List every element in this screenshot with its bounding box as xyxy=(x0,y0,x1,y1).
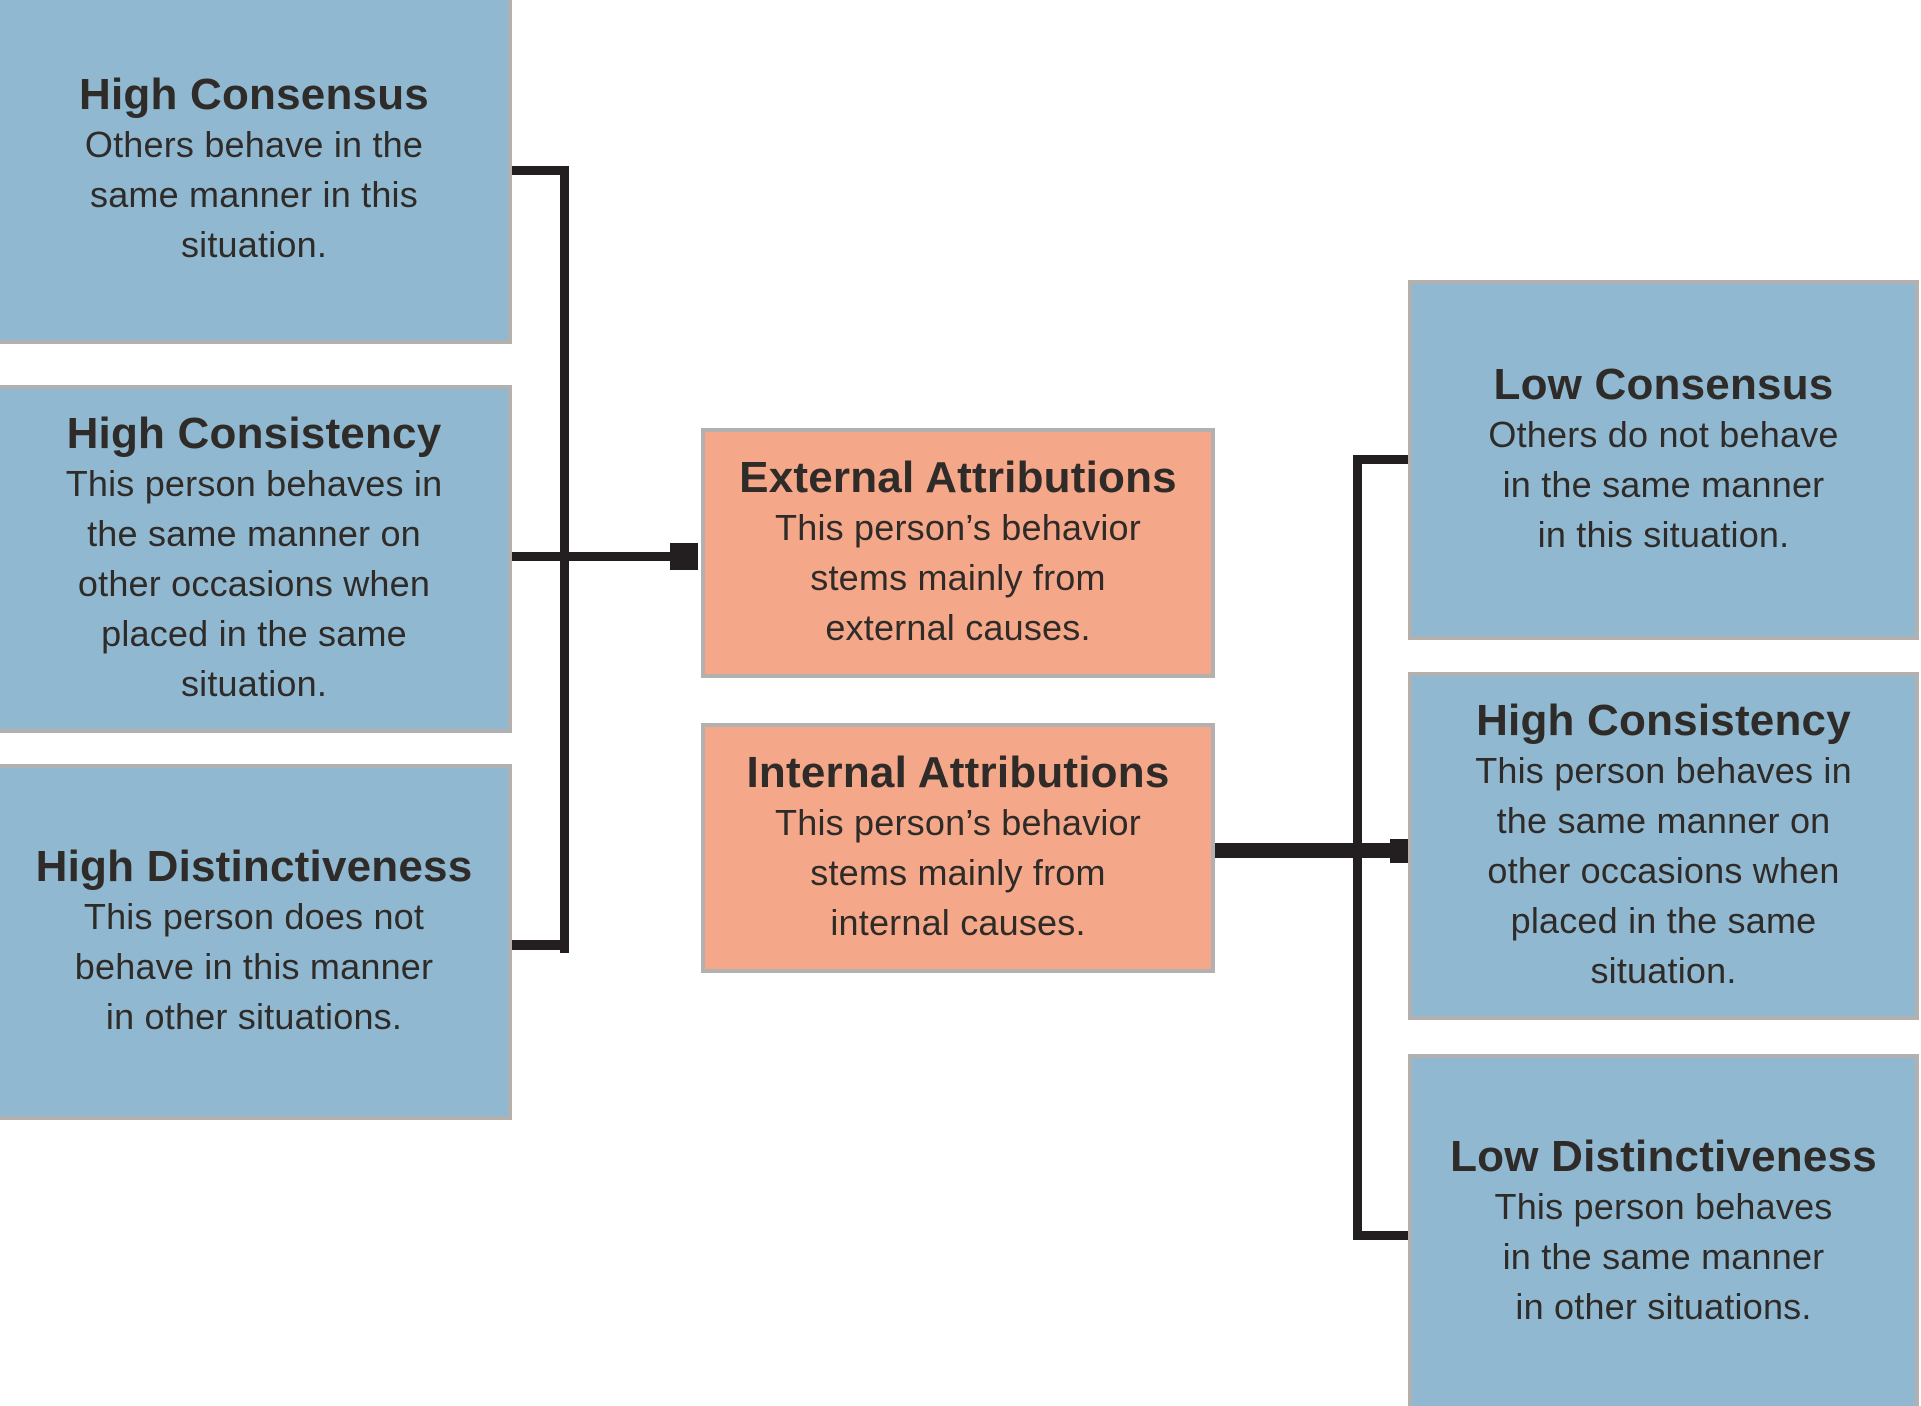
connector-left-arrowhead xyxy=(670,543,698,570)
high-consistency-left-body: This person behaves in the same manner o… xyxy=(65,463,443,704)
connector-right-vertical xyxy=(1353,455,1362,1240)
internal-attributions-body: This person’s behavior stems mainly from… xyxy=(775,802,1141,943)
connector-right-thick-line xyxy=(1213,843,1413,858)
high-consensus-body: Others behave in the same manner in this… xyxy=(84,124,424,265)
high-consensus-heading: High Consensus xyxy=(79,70,429,119)
connector-left-arrow-line xyxy=(503,552,675,561)
high-consistency-left-heading: High Consistency xyxy=(66,409,442,458)
box-high-distinctiveness: High Distinctiveness This person does no… xyxy=(0,764,512,1120)
low-distinctiveness-heading: Low Distinctiveness xyxy=(1450,1132,1877,1181)
internal-attributions-heading: Internal Attributions xyxy=(746,748,1170,797)
box-high-consensus: High Consensus Others behave in the same… xyxy=(0,0,512,344)
box-high-consistency-left: High Consistency This person behaves in … xyxy=(0,385,512,733)
low-consensus-heading: Low Consensus xyxy=(1493,360,1834,409)
high-distinctiveness-body: This person does not behave in this mann… xyxy=(74,896,434,1037)
box-internal-attributions: Internal Attributions This person’s beha… xyxy=(701,723,1215,973)
low-distinctiveness-body: This person behaves in the same manner i… xyxy=(1494,1186,1833,1327)
high-distinctiveness-heading: High Distinctiveness xyxy=(35,842,473,891)
high-consistency-right-heading: High Consistency xyxy=(1476,696,1851,745)
external-attributions-body: This person’s behavior stems mainly from… xyxy=(775,507,1141,648)
box-low-distinctiveness: Low Distinctiveness This person behaves … xyxy=(1408,1054,1919,1406)
external-attributions-heading: External Attributions xyxy=(739,453,1177,502)
low-consensus-body: Others do not behave in the same manner … xyxy=(1488,414,1839,555)
connector-left-stub-bottom xyxy=(503,940,569,950)
connector-right-stub-bottom xyxy=(1353,1231,1417,1240)
box-high-consistency-right: High Consistency This person behaves in … xyxy=(1408,672,1919,1020)
high-consistency-right-body: This person behaves in the same manner o… xyxy=(1475,750,1852,991)
connector-right-stub-top xyxy=(1353,455,1417,464)
box-low-consensus: Low Consensus Others do not behave in th… xyxy=(1408,280,1919,640)
box-external-attributions: External Attributions This person’s beha… xyxy=(701,428,1215,678)
connector-left-stub-top xyxy=(503,166,569,175)
